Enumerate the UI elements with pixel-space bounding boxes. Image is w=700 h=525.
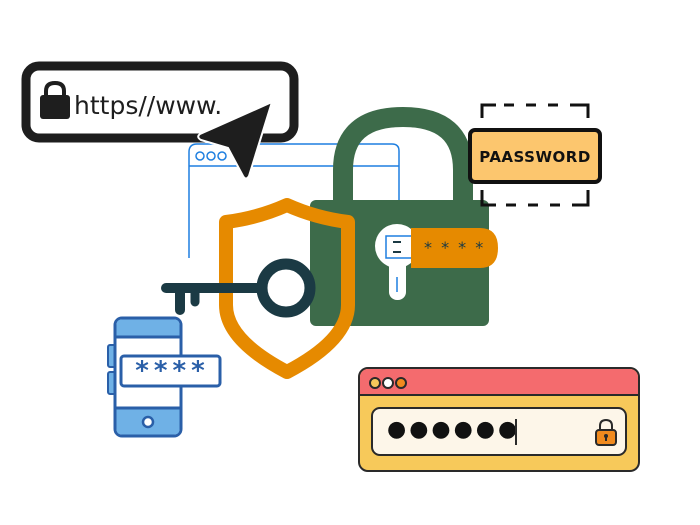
password-dots: ●●●●●● bbox=[387, 417, 521, 442]
window-dot-icon bbox=[369, 377, 381, 389]
home-button-icon bbox=[141, 415, 155, 429]
url-text: https//www. bbox=[74, 91, 222, 120]
padlock-icon bbox=[40, 80, 70, 119]
phone-masked-pin: **** bbox=[134, 356, 209, 386]
browser-dot-icon bbox=[217, 151, 227, 161]
window-dot-icon bbox=[395, 377, 407, 389]
password-label: PAASSWORD bbox=[479, 148, 591, 166]
small-padlock-icon bbox=[595, 418, 617, 446]
window-dot-icon bbox=[382, 377, 394, 389]
padlock-shackle bbox=[333, 106, 473, 200]
window-title-bar bbox=[360, 369, 638, 396]
code-tag bbox=[411, 228, 498, 268]
padlock-masked-code: * * * * bbox=[424, 238, 486, 257]
browser-dot-icon bbox=[206, 151, 216, 161]
password-input[interactable]: ●●●●●● bbox=[371, 407, 627, 456]
browser-dot-icon bbox=[195, 151, 205, 161]
text-cursor bbox=[515, 419, 517, 445]
login-window: ●●●●●● bbox=[358, 367, 640, 472]
